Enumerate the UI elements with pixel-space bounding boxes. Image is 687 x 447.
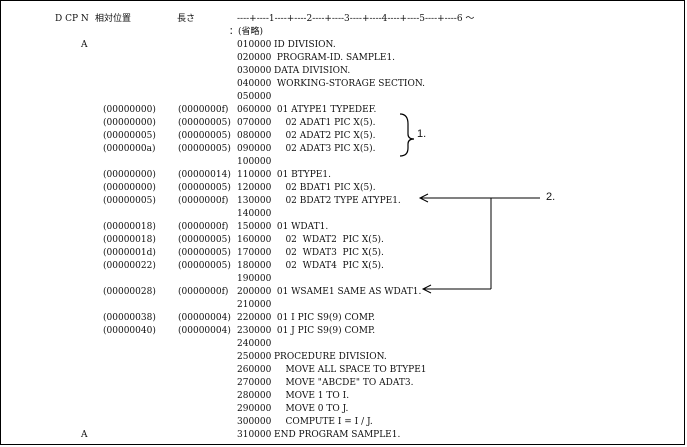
row-position: (00000000) — [103, 118, 156, 128]
row-length: (00000004) — [178, 313, 231, 323]
row-code: 01 ATYPE1 TYPEDEF. — [274, 105, 377, 115]
row-length: (00000005) — [178, 235, 231, 245]
header-omitted: ：(省略) — [229, 27, 264, 37]
row-length: (00000005) — [178, 248, 231, 258]
row-position: (00000028) — [103, 287, 156, 297]
row-position: (00000000) — [103, 170, 156, 180]
row-position: (00000000) — [103, 105, 156, 115]
row-sequence: 110000 — [237, 170, 272, 180]
row-sequence: 050000 — [237, 92, 272, 102]
row-sequence: 310000 — [237, 430, 272, 440]
row-length: (00000005) — [178, 261, 231, 271]
row-code: 02 BDAT2 TYPE ATYPE1. — [274, 196, 401, 206]
row-position: (0000000a) — [103, 144, 156, 154]
row-sequence: 080000 — [237, 131, 272, 141]
annotation-label-2: 2. — [546, 191, 556, 203]
row-code: 02 WDAT4 PIC X(5). — [274, 261, 384, 271]
row-length: (00000005) — [178, 183, 231, 193]
row-sequence: 280000 — [237, 391, 272, 401]
row-length: (00000004) — [178, 326, 231, 336]
row-sequence: 200000 — [237, 287, 272, 297]
row-sequence: 190000 — [237, 274, 272, 284]
row-code: 02 WDAT2 PIC X(5). — [274, 235, 384, 245]
row-code: 02 WDAT3 PIC X(5). — [274, 248, 384, 258]
row-sequence: 290000 — [237, 404, 272, 414]
row-length: (0000000f) — [178, 222, 229, 232]
row-code: 01 J PIC S9(9) COMP. — [274, 326, 376, 336]
row-sequence: 120000 — [237, 183, 272, 193]
row-code: END PROGRAM SAMPLE1. — [274, 430, 401, 440]
row-code: ID DIVISION. — [274, 40, 336, 50]
row-sequence: 020000 — [237, 53, 272, 63]
row-sequence: 100000 — [237, 157, 272, 167]
row-sequence: 150000 — [237, 222, 272, 232]
row-sequence: 160000 — [237, 235, 272, 245]
row-sequence: 300000 — [237, 417, 272, 427]
row-code: MOVE 0 TO J. — [274, 404, 349, 414]
row-code: 02 ADAT3 PIC X(5). — [274, 144, 376, 154]
row-sequence: 030000 — [237, 66, 272, 76]
header-length: 長さ — [177, 14, 196, 24]
row-flag: A — [81, 430, 88, 440]
row-code: 02 BDAT1 PIC X(5). — [274, 183, 376, 193]
row-position: (0000001d) — [103, 248, 156, 258]
row-code: PROGRAM-ID. SAMPLE1. — [274, 53, 396, 63]
row-length: (0000000f) — [178, 196, 229, 206]
header-position: 相対位置 — [95, 14, 132, 24]
row-sequence: 170000 — [237, 248, 272, 258]
arrow-head-icon — [418, 193, 429, 203]
row-position: (00000022) — [103, 261, 156, 271]
row-code: 02 ADAT1 PIC X(5). — [274, 118, 376, 128]
row-sequence: 130000 — [237, 196, 272, 206]
row-sequence: 210000 — [237, 300, 272, 310]
row-position: (00000000) — [103, 183, 156, 193]
row-sequence: 070000 — [237, 118, 272, 128]
row-sequence: 010000 — [237, 40, 272, 50]
header-ruler: ----+----1----+----2----+----3----+----4… — [237, 14, 475, 24]
row-position: (00000038) — [103, 313, 156, 323]
row-sequence: 270000 — [237, 378, 272, 388]
row-sequence: 060000 — [237, 105, 272, 115]
row-length: (00000005) — [178, 118, 231, 128]
row-length: (00000005) — [178, 131, 231, 141]
row-position: (00000005) — [103, 131, 156, 141]
row-code: MOVE ALL SPACE TO BTYPE1 — [274, 365, 427, 375]
row-sequence: 230000 — [237, 326, 272, 336]
header-dcpn: D CP N — [55, 14, 89, 24]
row-flag: A — [81, 40, 88, 50]
row-sequence: 220000 — [237, 313, 272, 323]
row-code: WORKING-STORAGE SECTION. — [274, 79, 425, 89]
row-length: (00000014) — [178, 170, 231, 180]
row-sequence: 140000 — [237, 209, 272, 219]
row-code: COMPUTE I = I / J. — [274, 417, 373, 427]
row-code: PROCEDURE DIVISION. — [274, 352, 387, 362]
row-code: 01 BTYPE1. — [274, 170, 331, 180]
row-sequence: 040000 — [237, 79, 272, 89]
row-code: MOVE 1 TO I. — [274, 391, 350, 401]
row-sequence: 250000 — [237, 352, 272, 362]
annotation-label-1: 1. — [417, 128, 427, 140]
arrow-head-icon — [421, 284, 432, 294]
row-code: MOVE "ABCDE" TO ADAT3. — [274, 378, 414, 388]
row-length: (0000000f) — [178, 287, 229, 297]
row-sequence: 260000 — [237, 365, 272, 375]
row-code: 02 ADAT2 PIC X(5). — [274, 131, 376, 141]
row-code: 01 I PIC S9(9) COMP. — [274, 313, 376, 323]
row-code: 01 WDAT1. — [274, 222, 329, 232]
row-position: (00000018) — [103, 222, 156, 232]
row-position: (00000040) — [103, 326, 156, 336]
row-sequence: 090000 — [237, 144, 272, 154]
row-code: DATA DIVISION. — [274, 66, 351, 76]
row-code: 01 WSAME1 SAME AS WDAT1. — [274, 287, 422, 297]
row-length: (0000000f) — [178, 105, 229, 115]
brace-icon — [399, 113, 415, 157]
row-position: (00000005) — [103, 196, 156, 206]
row-sequence: 180000 — [237, 261, 272, 271]
row-sequence: 240000 — [237, 339, 272, 349]
row-length: (00000005) — [178, 144, 231, 154]
row-position: (00000018) — [103, 235, 156, 245]
